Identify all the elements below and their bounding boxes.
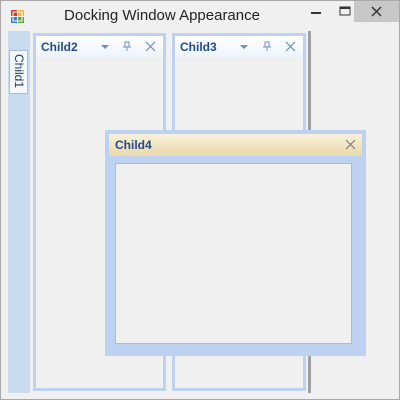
autohide-tab-label: Child1 xyxy=(12,54,26,89)
panel-title: Child2 xyxy=(41,40,78,54)
pin-icon[interactable] xyxy=(122,41,132,52)
maximize-icon xyxy=(339,6,351,16)
pin-icon[interactable] xyxy=(262,41,272,52)
panel-header[interactable]: Child2 xyxy=(36,36,163,57)
dropdown-arrow-icon[interactable] xyxy=(239,42,249,52)
minimize-icon xyxy=(311,12,321,14)
floating-window-header[interactable]: Child4 xyxy=(109,134,362,156)
title-bar[interactable]: Docking Window Appearance xyxy=(1,1,399,31)
autohide-strip: Child1 xyxy=(8,31,30,393)
window-title: Docking Window Appearance xyxy=(64,7,260,24)
close-icon[interactable] xyxy=(285,41,296,52)
autohide-tab-child1[interactable]: Child1 xyxy=(9,50,28,94)
close-button[interactable] xyxy=(354,1,399,22)
app-icon xyxy=(11,10,24,23)
floating-window-title: Child4 xyxy=(115,138,152,152)
minimize-button[interactable] xyxy=(301,1,331,23)
panel-title: Child3 xyxy=(180,40,217,54)
floating-window-content xyxy=(115,163,352,344)
panel-header[interactable]: Child3 xyxy=(175,36,303,57)
close-icon[interactable] xyxy=(145,41,156,52)
floating-window-child4[interactable]: Child4 xyxy=(105,130,366,356)
close-icon[interactable] xyxy=(345,139,356,150)
dropdown-arrow-icon[interactable] xyxy=(100,42,110,52)
close-icon xyxy=(371,6,382,17)
maximize-button[interactable] xyxy=(330,1,360,23)
